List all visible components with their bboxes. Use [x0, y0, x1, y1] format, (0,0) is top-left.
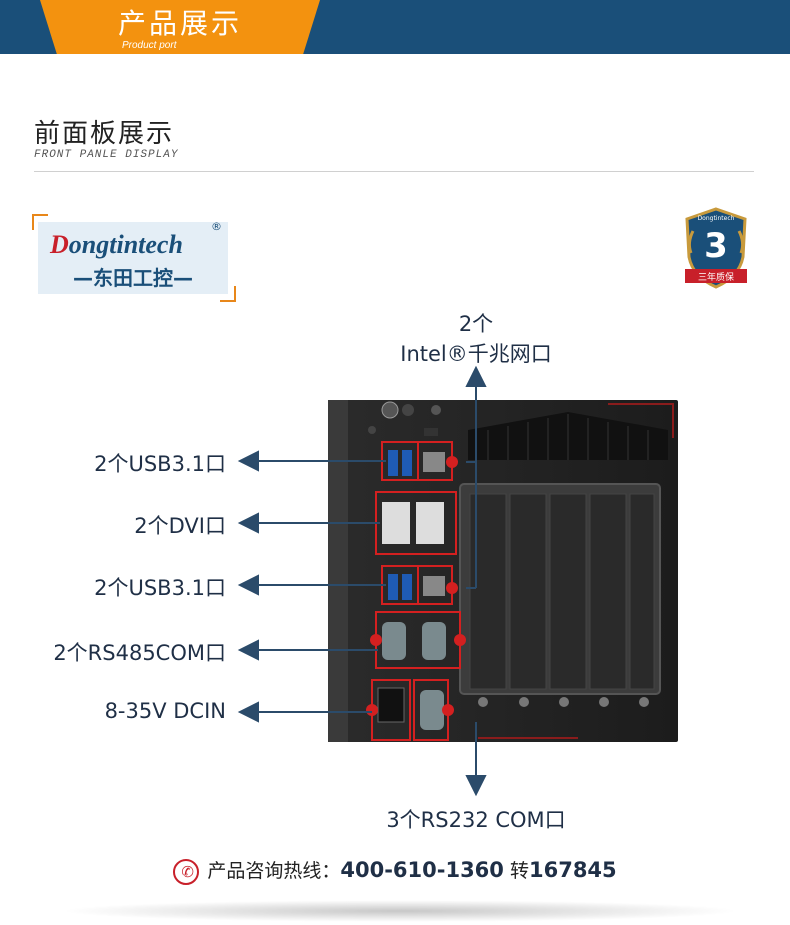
label-usb-top: 2个USB3.1口 [94, 452, 226, 476]
hotline-label: 产品咨询热线： [207, 860, 341, 882]
bottom-shadow [60, 900, 740, 922]
label-dcin: 8-35V DCIN [104, 699, 226, 723]
label-usb-bottom: 2个USB3.1口 [94, 576, 226, 600]
shield-icon: 3 [685, 207, 747, 289]
badge-top-text: Dongtintech [697, 215, 735, 222]
hotline-number[interactable]: 400-610-1360 [340, 858, 504, 882]
header-title: 产品展示 [117, 7, 242, 40]
badge-text: 三年质保 [697, 273, 734, 283]
badge-number: 3 [704, 226, 728, 266]
label-lan-count: 2个 [458, 312, 494, 336]
phone-icon: ✆ [173, 858, 200, 885]
brand-logo: Dongtintech ® —东田工控— [38, 220, 228, 294]
logo-chinese-name: —东田工控— [73, 266, 193, 290]
section-subtitle: FRONT PANLE DISPLAY [34, 149, 179, 161]
hotline-ext-label: 转 [509, 860, 529, 882]
hotline-ext: 167845 [528, 858, 617, 882]
logo-corner-tl [32, 214, 48, 230]
warranty-badge: 3 Dongtintech 三年质保 [681, 205, 751, 295]
hotline-bar: ✆ 产品咨询热线：400-610-1360 转167845 [0, 856, 790, 885]
logo-reg-mark: ® [211, 220, 222, 233]
header-tab: 产品展示 Product port [40, 0, 320, 54]
header-subtitle: Product port [122, 40, 177, 51]
section-divider [34, 171, 754, 172]
logo-brand-text: Dongtintech [50, 230, 183, 259]
label-rs485: 2个RS485COM口 [53, 641, 226, 665]
label-rs232: 3个RS232 COM口 [386, 808, 566, 832]
logo-corner-br [220, 286, 236, 302]
section-title: 前面板展示 [34, 119, 175, 149]
device-front-panel [328, 400, 678, 742]
label-dvi: 2个DVI口 [134, 514, 226, 538]
label-lan: Intel®千兆网口 [400, 342, 552, 366]
